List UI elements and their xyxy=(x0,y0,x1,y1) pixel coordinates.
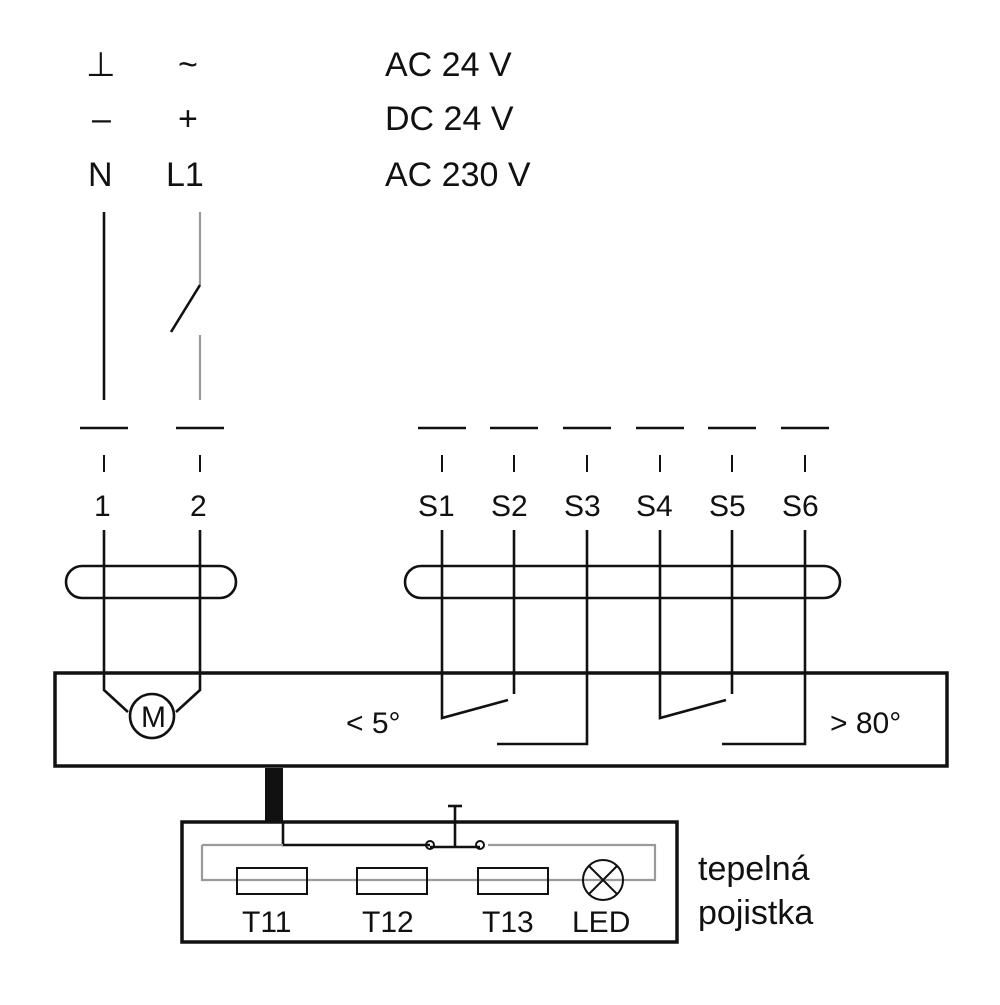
voltage-dc24: DC 24 V xyxy=(385,100,514,138)
terminal-1: 1 xyxy=(94,490,111,523)
actuator-housing xyxy=(53,671,949,768)
connection-cable xyxy=(265,768,283,823)
supply-n-minus: – xyxy=(92,100,111,138)
fuse-t12: T12 xyxy=(362,906,414,939)
power-cable-sheath xyxy=(64,564,238,600)
fuse-t11: T11 xyxy=(242,906,291,939)
fuse-elements xyxy=(236,867,549,895)
led-label: LED xyxy=(572,906,630,939)
voltage-ac24: AC 24 V xyxy=(385,46,512,84)
supply-n-label: N xyxy=(88,156,113,194)
motor-symbol: M xyxy=(141,701,166,734)
terminal-2: 2 xyxy=(190,490,207,523)
terminal-s4: S4 xyxy=(636,490,673,523)
voltage-ac230: AC 230 V xyxy=(385,156,531,194)
l1-switch xyxy=(169,212,202,400)
supply-l1-label: L1 xyxy=(166,156,204,194)
supply-l-plus: + xyxy=(178,100,198,138)
fuse-caption-line2: pojistka xyxy=(698,894,813,932)
supply-l-ac-symbol: ~ xyxy=(178,46,198,84)
supply-n-ground-symbol: ⊥ xyxy=(86,46,116,84)
aux-switch-high xyxy=(658,530,807,746)
aux-cable-sheath xyxy=(403,564,842,600)
switch-high-label: > 80° xyxy=(830,707,901,740)
led-lamp-icon xyxy=(582,859,624,901)
fuse-caption-line1: tepelná xyxy=(698,850,810,888)
switch-low-label: < 5° xyxy=(346,707,401,740)
terminal-s1: S1 xyxy=(418,490,455,523)
terminal-s5: S5 xyxy=(709,490,746,523)
fuse-t13: T13 xyxy=(482,906,534,939)
terminal-s2: S2 xyxy=(491,490,528,523)
terminal-s6: S6 xyxy=(782,490,819,523)
terminal-stubs xyxy=(103,455,806,472)
fuse-box-wiring xyxy=(200,804,657,882)
terminal-s3: S3 xyxy=(564,490,601,523)
aux-switch-low xyxy=(440,530,589,746)
motor-leads xyxy=(102,530,202,740)
